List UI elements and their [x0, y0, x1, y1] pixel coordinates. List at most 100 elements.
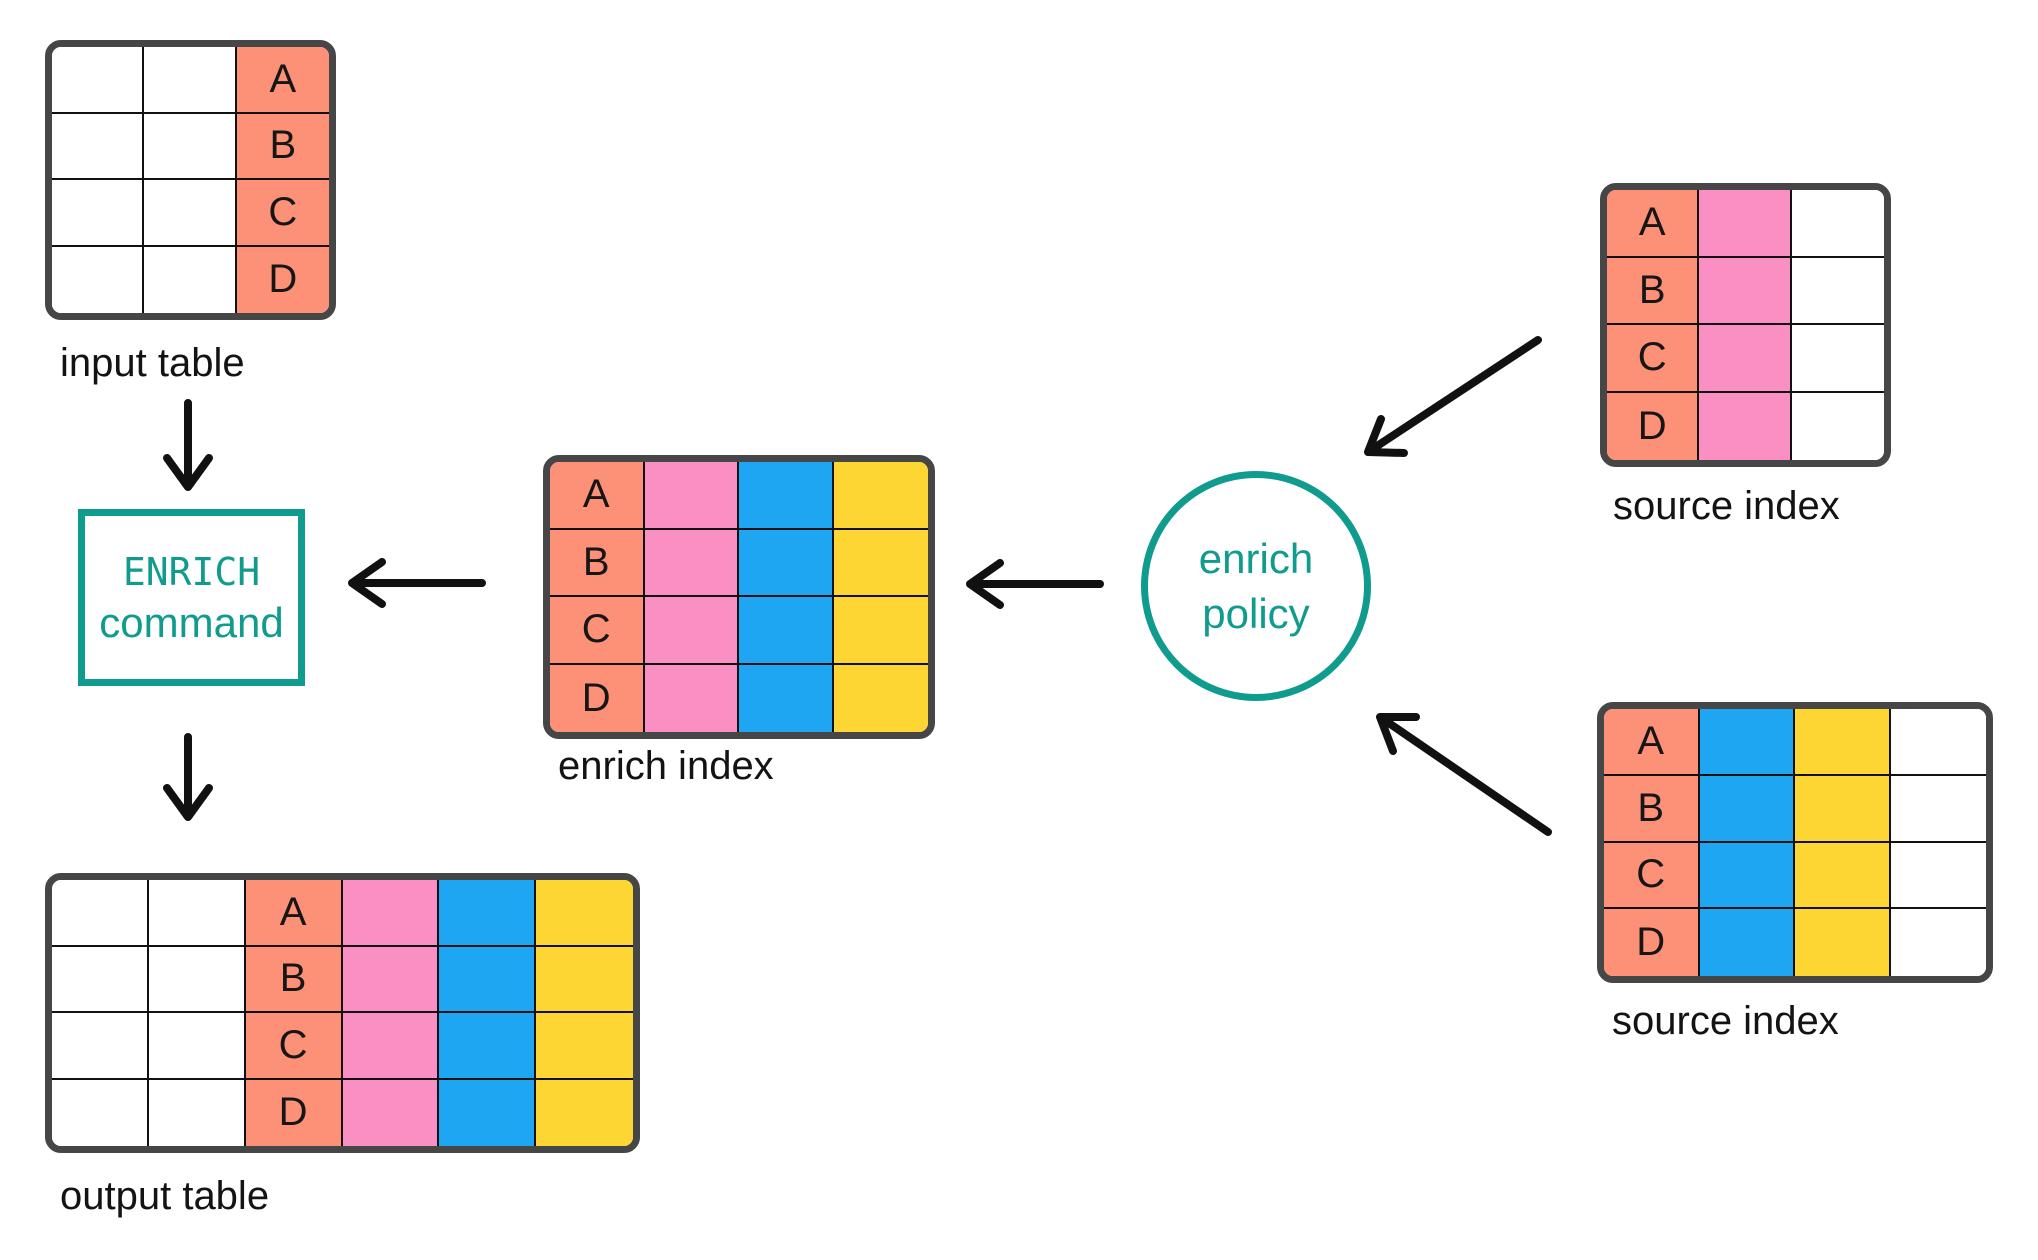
table-cell: A: [1604, 709, 1700, 776]
table-cell: D: [550, 664, 645, 732]
table-cell: [1890, 709, 1986, 776]
table-cell: [144, 246, 237, 313]
table-cell: [1791, 392, 1884, 460]
arrow-left-icon: [966, 559, 1104, 609]
table-cell: D: [1607, 392, 1700, 460]
table-cell: A: [245, 880, 343, 947]
table-cell: [148, 880, 246, 947]
table-cell: [833, 597, 928, 665]
arrow-down-icon: [163, 733, 213, 821]
table-cell: [144, 47, 237, 114]
enrich-command-word: command: [99, 598, 284, 646]
table-cell: [439, 1013, 537, 1080]
table-cell: [739, 462, 834, 530]
table-cell: [1795, 909, 1891, 976]
table-cell: C: [236, 180, 329, 247]
table-cell: [342, 946, 440, 1013]
table-cell: C: [245, 1013, 343, 1080]
table-cell: [52, 1013, 149, 1080]
enrich-index-label: enrich index: [558, 744, 774, 788]
table-cell: [144, 180, 237, 247]
table-cell: [644, 462, 739, 530]
table-cell: [342, 1079, 440, 1146]
table-cell: [1791, 257, 1884, 325]
table-cell: D: [1604, 909, 1700, 976]
table-cell: C: [1607, 325, 1700, 393]
table-cell: [52, 1079, 149, 1146]
enrich-command-keyword: ENRICH: [122, 549, 261, 594]
table-cell: [833, 664, 928, 732]
enrich-command-box: ENRICH command: [78, 509, 305, 686]
table-cell: [1699, 709, 1795, 776]
table-cell: B: [1607, 257, 1700, 325]
table-cell: [342, 880, 440, 947]
table-cell: [342, 1013, 440, 1080]
table-cell: [1699, 842, 1795, 910]
table-cell: [148, 946, 246, 1013]
table-cell: [439, 1079, 537, 1146]
table-cell: [439, 880, 537, 947]
arrow-up-left-icon: [1376, 713, 1552, 836]
table-cell: D: [245, 1079, 343, 1146]
table-cell: C: [1604, 842, 1700, 910]
table-cell: [439, 946, 537, 1013]
table-cell: [739, 664, 834, 732]
table-cell: [148, 1013, 246, 1080]
table-cell: [1795, 709, 1891, 776]
output-table-label: output table: [60, 1174, 270, 1218]
table-cell: [1890, 775, 1986, 843]
table-cell: [644, 597, 739, 665]
arrow-left-icon: [348, 558, 486, 608]
table-cell: B: [236, 113, 329, 180]
table-cell: [536, 1079, 633, 1146]
table-cell: A: [550, 462, 645, 530]
table-cell: [1699, 190, 1792, 258]
table-cell: [644, 529, 739, 597]
table-cell: A: [236, 47, 329, 114]
table-cell: [739, 529, 834, 597]
table-cell: [52, 246, 145, 313]
table-cell: [1699, 257, 1792, 325]
table-cell: [536, 1013, 633, 1080]
table-cell: D: [236, 246, 329, 313]
table-cell: [148, 1079, 246, 1146]
enrich-policy-line2: policy: [1202, 590, 1310, 637]
table-cell: [1795, 842, 1891, 910]
table-cell: A: [1607, 190, 1700, 258]
source-index-top-label: source index: [1613, 484, 1840, 528]
table-cell: [536, 880, 633, 947]
table-cell: [1795, 775, 1891, 843]
source-index-bottom-label: source index: [1612, 999, 1839, 1043]
arrow-down-left-icon: [1364, 336, 1542, 457]
table-cell: B: [550, 529, 645, 597]
table-cell: [833, 529, 928, 597]
table-cell: [52, 880, 149, 947]
table-cell: [52, 180, 145, 247]
table-cell: [833, 462, 928, 530]
table-cell: [1699, 909, 1795, 976]
enrich-policy-line1: enrich: [1198, 535, 1314, 582]
table-cell: [144, 113, 237, 180]
input-table-label: input table: [60, 341, 245, 385]
table-cell: [1791, 325, 1884, 393]
table-cell: [1699, 775, 1795, 843]
table-cell: [1791, 190, 1884, 258]
table-cell: [536, 946, 633, 1013]
table-cell: B: [245, 946, 343, 1013]
table-cell: [1699, 325, 1792, 393]
table-cell: C: [550, 597, 645, 665]
table-cell: [1890, 842, 1986, 910]
table-cell: [739, 597, 834, 665]
table-cell: B: [1604, 775, 1700, 843]
enrich-policy-circle: enrich policy: [1141, 471, 1371, 701]
table-cell: [52, 946, 149, 1013]
table-cell: [1890, 909, 1986, 976]
table-cell: [52, 113, 145, 180]
table-cell: [52, 47, 145, 114]
arrow-down-icon: [163, 399, 213, 491]
